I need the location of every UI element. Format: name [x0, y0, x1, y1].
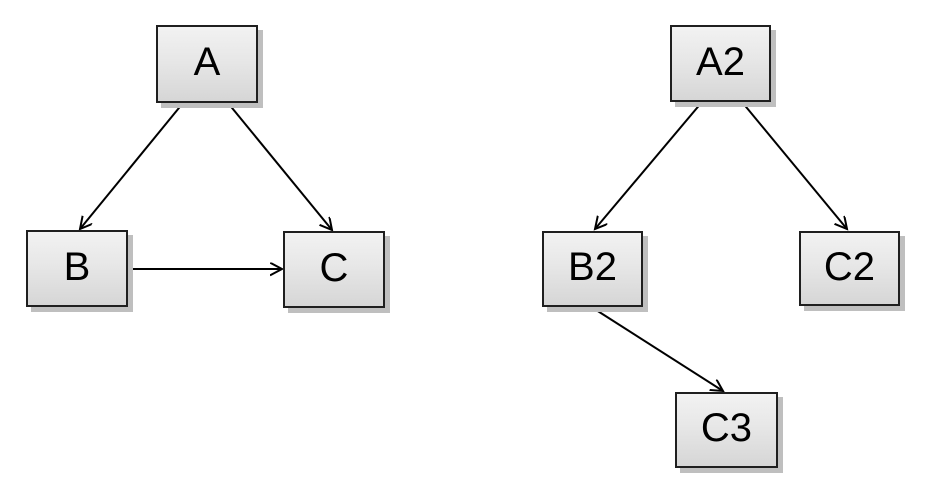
- edge-B2-to-C3: [592, 307, 723, 391]
- node-C3: C3: [675, 392, 778, 468]
- node-A: A: [156, 25, 258, 103]
- edge-A2-to-B2: [595, 101, 703, 229]
- node-B2: B2: [542, 231, 643, 307]
- edge-A-to-B: [80, 102, 184, 229]
- node-A2-label: A2: [696, 39, 745, 84]
- node-B2-label: B2: [568, 245, 617, 289]
- node-B: B: [26, 230, 128, 307]
- node-C3-label: C3: [700, 406, 753, 450]
- edge-A-to-C: [227, 102, 332, 230]
- node-A2: A2: [670, 25, 771, 102]
- edge-A2-to-C2: [741, 101, 847, 229]
- node-B-label: B: [63, 244, 91, 289]
- node-C: C: [283, 231, 385, 308]
- node-A-label: A: [193, 40, 221, 84]
- node-C2-label: C2: [823, 244, 876, 289]
- node-C-label: C: [319, 245, 349, 290]
- node-C2: C2: [799, 231, 900, 306]
